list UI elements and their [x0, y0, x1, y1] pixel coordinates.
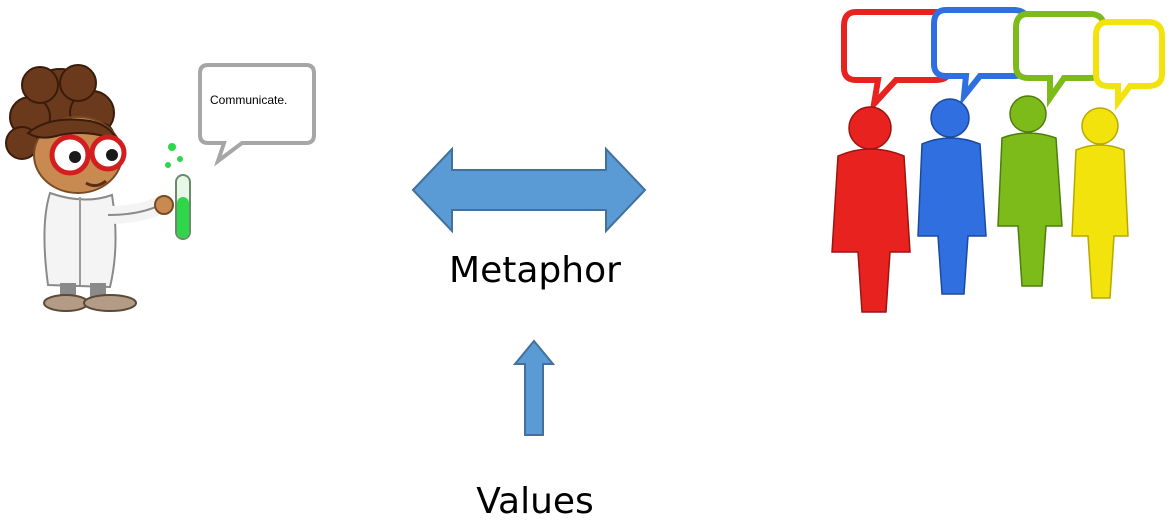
- speech-bubbles: [841, 7, 1165, 114]
- people-group-illustration: [831, 7, 1165, 313]
- person-red: [831, 106, 911, 313]
- double-arrow-icon: [411, 146, 647, 234]
- person-green: [997, 95, 1063, 287]
- person-yellow: [1071, 107, 1129, 299]
- test-tube: [165, 143, 191, 240]
- speech-bubble-text: Communicate.: [210, 93, 287, 107]
- metaphor-label: Metaphor: [449, 250, 621, 291]
- glasses: [49, 134, 127, 176]
- scientist-illustration: Communicate.: [5, 63, 316, 312]
- values-label: Values: [476, 481, 594, 522]
- speech-bubble: Communicate.: [198, 63, 316, 167]
- person-blue: [917, 98, 987, 295]
- up-arrow-icon: [512, 339, 556, 436]
